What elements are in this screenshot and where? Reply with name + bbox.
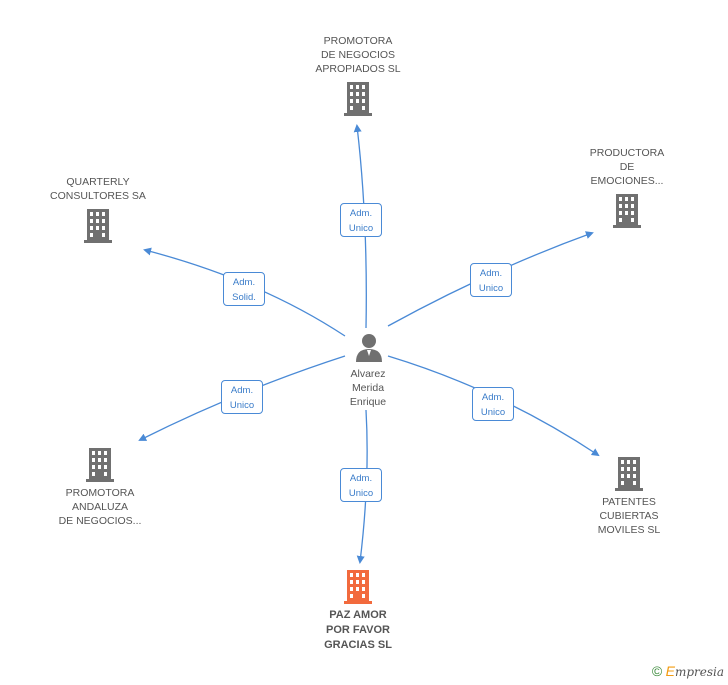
brand-initial: E — [665, 663, 675, 679]
company-label-line: APROPIADOS SL — [315, 63, 401, 75]
building-icon — [344, 570, 372, 604]
company-label-line: PRODUCTORA — [589, 147, 665, 159]
role-badge-left-bottom: Adm. Unico — [221, 380, 263, 414]
company-label-line: PAZ AMOR — [329, 609, 387, 621]
company-label-left-top: QUARTERLY CONSULTORES SA — [38, 175, 158, 203]
role-line: Unico — [348, 488, 374, 499]
company-label-line: EMOCIONES... — [590, 175, 664, 187]
person-label: Alvarez Merida Enrique — [318, 367, 418, 409]
company-label-line: PATENTES — [602, 496, 656, 508]
company-label-bottom: PAZ AMOR POR FAVOR GRACIAS SL — [298, 608, 418, 653]
role-badge-top: Adm. Unico — [340, 203, 382, 237]
role-badge-left-top: Adm. Solid. — [223, 272, 265, 306]
company-label-line: POR FAVOR — [326, 624, 390, 636]
company-node-bottom[interactable]: PAZ AMOR POR FAVOR GRACIAS SL — [298, 570, 418, 653]
role-line: Adm. — [232, 277, 256, 288]
company-label-line: CONSULTORES SA — [50, 190, 146, 202]
company-label-top: PROMOTORA DE NEGOCIOS APROPIADOS SL — [298, 34, 418, 76]
role-line: Adm. — [481, 392, 505, 403]
role-line: Solid. — [232, 292, 256, 303]
role-line: Unico — [348, 223, 374, 234]
person-name-line: Alvarez — [350, 368, 386, 380]
company-node-top[interactable]: PROMOTORA DE NEGOCIOS APROPIADOS SL — [298, 34, 418, 116]
building-icon — [613, 194, 641, 228]
role-line: Adm. — [349, 473, 373, 484]
building-icon — [615, 457, 643, 491]
company-label-line: GRACIAS SL — [324, 639, 392, 651]
role-line: Adm. — [479, 268, 503, 279]
person-icon[interactable] — [354, 332, 384, 362]
company-label-right-bottom: PATENTES CUBIERTAS MOVILES SL — [569, 495, 689, 537]
role-line: Unico — [480, 407, 506, 418]
company-node-right-top[interactable]: PRODUCTORA DE EMOCIONES... — [567, 146, 687, 228]
company-node-right-bottom[interactable]: PATENTES CUBIERTAS MOVILES SL — [569, 457, 689, 537]
company-label-line: DE — [619, 161, 635, 173]
copyright-icon: © — [651, 663, 663, 679]
role-line: Unico — [478, 283, 504, 294]
role-badge-right-top: Adm. Unico — [470, 263, 512, 297]
brand-name: mpresia — [674, 665, 724, 679]
building-icon — [344, 82, 372, 116]
role-line: Unico — [229, 400, 255, 411]
building-icon — [84, 209, 112, 243]
company-label-line: DE NEGOCIOS — [320, 49, 396, 61]
role-line: Adm. — [230, 385, 254, 396]
company-label-line: PROMOTORA — [323, 35, 393, 47]
role-line: Adm. — [349, 208, 373, 219]
company-label-left-bottom: PROMOTORA ANDALUZA DE NEGOCIOS... — [40, 486, 160, 528]
role-badge-right-bottom: Adm. Unico — [472, 387, 514, 421]
company-label-right-top: PRODUCTORA DE EMOCIONES... — [567, 146, 687, 188]
company-node-left-top[interactable]: QUARTERLY CONSULTORES SA — [38, 175, 158, 243]
person-name-line: Merida — [351, 382, 385, 394]
company-label-line: PROMOTORA — [65, 487, 135, 499]
company-node-left-bottom[interactable]: PROMOTORA ANDALUZA DE NEGOCIOS... — [40, 448, 160, 528]
brand-logo[interactable]: © Empresia — [652, 663, 724, 679]
company-label-line: ANDALUZA — [71, 501, 128, 513]
person-name-line: Enrique — [349, 396, 387, 408]
company-label-line: MOVILES SL — [597, 524, 661, 536]
role-badge-bottom: Adm. Unico — [340, 468, 382, 502]
company-label-line: CUBIERTAS — [599, 510, 659, 522]
building-icon — [86, 448, 114, 482]
company-label-line: DE NEGOCIOS... — [58, 515, 142, 527]
company-label-line: QUARTERLY — [66, 176, 130, 188]
